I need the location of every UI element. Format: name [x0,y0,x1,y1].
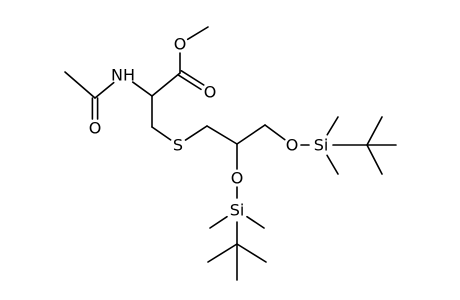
single-bond-tbu1_c-tbu1_me_up [366,116,383,146]
atom-label-o2: O [231,169,244,188]
single-bond-ca-ester_c [151,72,181,97]
single-bond-c2-c3 [236,124,266,145]
single-bond-acetyl_ch3-acetyl_c [64,71,96,99]
atom-label-ester_o_single: O [174,35,187,54]
single-bond-n-ca [131,81,153,97]
bond-layer [64,26,397,281]
atom-label-si1: Si [314,136,329,155]
single-bond-tbu2_c-tbu2_me_right [236,243,267,263]
single-bond-si1-si1_me_up [326,116,339,136]
single-bond-s-c1 [184,125,208,141]
single-bond-c1-c2 [206,125,238,145]
atom-label-s: S [173,136,183,155]
single-bond-acetyl_c-n [94,81,115,99]
atom-label-n: NH [111,66,135,85]
single-bond-cb-s [151,126,172,141]
atom-label-si2: Si [230,201,245,220]
single-bond-si2-si2_me_right [246,215,265,229]
single-bond-tbu1_c-tbu1_me_down [366,144,383,175]
atom-label-acetyl_o: O [89,119,102,138]
single-bond-si2-si2_me_left [209,215,228,229]
double-bond-ester_c-ester_o_double-line-b [180,70,205,86]
single-bond-c3-o3 [264,124,286,141]
atom-label-ester_o_double: O [204,83,217,102]
single-bond-ester_o_single-ester_ch3 [186,26,209,41]
single-bond-si1-si1_me_down [326,154,339,175]
single-bond-tbu2_c-tbu2_me_left [207,243,238,263]
double-bond-ester_c-ester_o_double-line-a [177,74,202,91]
atom-label-o3: O [286,136,299,155]
